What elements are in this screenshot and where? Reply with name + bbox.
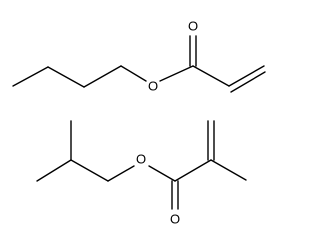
- bond: [12, 66, 49, 87]
- carbonyl-oxygen-atom: O: [168, 212, 182, 227]
- structure-canvas: O O: [12, 19, 266, 227]
- molecule-1: O O: [12, 19, 266, 94]
- bond: [47, 66, 85, 88]
- bond: [83, 65, 122, 88]
- carbonyl-oxygen-label: O: [170, 212, 180, 227]
- molecule-2: O O: [36, 120, 247, 227]
- molecule-2-bonds: [36, 120, 247, 210]
- carbonyl-oxygen-atom: O: [186, 19, 200, 34]
- ester-oxygen-atom: O: [146, 79, 160, 94]
- carbonyl-oxygen-label: O: [188, 19, 198, 34]
- bond: [192, 65, 230, 87]
- ester-oxygen-label: O: [148, 79, 158, 94]
- double-bond: [230, 71, 266, 93]
- bond: [107, 165, 135, 182]
- bond: [159, 65, 194, 82]
- bond: [120, 65, 147, 82]
- bond: [70, 159, 109, 182]
- bond: [174, 159, 212, 182]
- double-bond: [228, 65, 265, 87]
- bond: [148, 165, 176, 182]
- bond: [36, 159, 72, 182]
- molecule-1-bonds: [12, 35, 266, 93]
- ester-oxygen-label: O: [136, 152, 146, 167]
- bond: [210, 159, 247, 181]
- ester-oxygen-atom: O: [134, 152, 148, 167]
